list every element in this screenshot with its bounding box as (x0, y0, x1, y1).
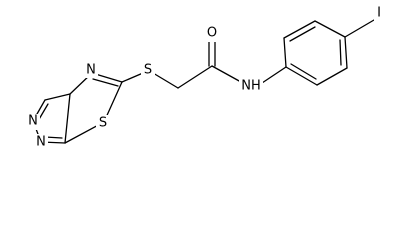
sulfur-ring-label: S (99, 116, 107, 131)
bond-ph-5-6 (316, 67, 348, 86)
bond-carbonyl-nh (211, 65, 242, 83)
bond-ph-4-5 (344, 36, 348, 69)
bond-ph-3-4 (314, 20, 346, 38)
bond-ph-2-3 (283, 20, 316, 39)
atom-labels: O S S N N N NH I (26, 6, 384, 150)
bond-ch2-carbonyl (177, 65, 213, 89)
nitrogen-ring-2-label: N (28, 114, 38, 129)
bond-nh-phenyl (261, 66, 287, 84)
bond-ph-iodine (344, 19, 375, 38)
nitrogen-ring-3-label: N (36, 135, 46, 150)
oxygen-label: O (207, 26, 217, 41)
iodine-label: I (377, 6, 381, 21)
sulfur-linker-label: S (144, 63, 152, 78)
bond-ph-2-3-inner (289, 26, 316, 42)
bonds (32, 19, 375, 144)
amide-nh-label: NH (241, 79, 261, 94)
bond-n2-c2-inner (92, 78, 119, 87)
bond-c2-s-linker (121, 72, 144, 83)
molecule-diagram: O S S N N N NH I (26, 5, 384, 150)
bond-s-linker-ch2 (152, 72, 179, 89)
bond-ph-1-2 (283, 37, 287, 68)
bond-ph-6-1 (285, 66, 318, 86)
bond-n1-c3 (64, 93, 71, 144)
structure-canvas: O S S N N N NH I (26, 5, 384, 150)
bond-c5-n1 (44, 93, 71, 101)
bond-ph-4-5-inner (339, 39, 342, 66)
bond-ph-6-1-inner (290, 63, 317, 80)
nitrogen-ring-1-label: N (86, 63, 96, 78)
